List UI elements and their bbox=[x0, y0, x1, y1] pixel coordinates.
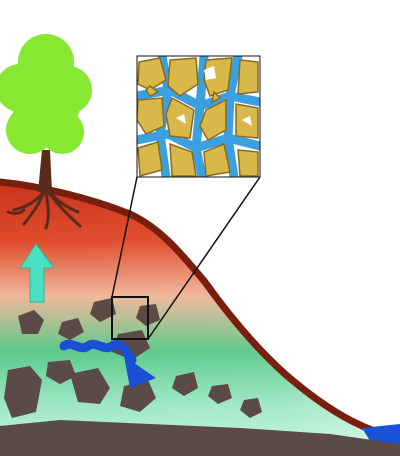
rock bbox=[70, 368, 110, 404]
soil-grains-inset-frame bbox=[136, 55, 261, 178]
rock bbox=[18, 310, 44, 334]
rock bbox=[90, 298, 116, 322]
wavy-flow-arrow-icon bbox=[59, 339, 156, 388]
tree-canopy bbox=[0, 34, 92, 154]
rock bbox=[46, 360, 76, 384]
rock bbox=[120, 380, 156, 412]
zoom-connector-lines bbox=[111, 176, 261, 340]
soil-grains-inset-icon bbox=[137, 56, 260, 177]
magnifier-box-icon bbox=[111, 296, 149, 340]
rock bbox=[4, 366, 42, 418]
rock bbox=[172, 372, 198, 396]
rock bbox=[208, 384, 232, 404]
soil-surface-line bbox=[0, 178, 376, 434]
tree-trunk bbox=[38, 150, 52, 192]
rock bbox=[240, 398, 262, 418]
up-arrow-icon bbox=[19, 243, 55, 303]
tree-icon bbox=[0, 34, 92, 230]
rock-fragments bbox=[0, 298, 400, 456]
rock bbox=[0, 420, 400, 456]
tree-roots bbox=[6, 188, 82, 230]
rock bbox=[58, 318, 84, 340]
